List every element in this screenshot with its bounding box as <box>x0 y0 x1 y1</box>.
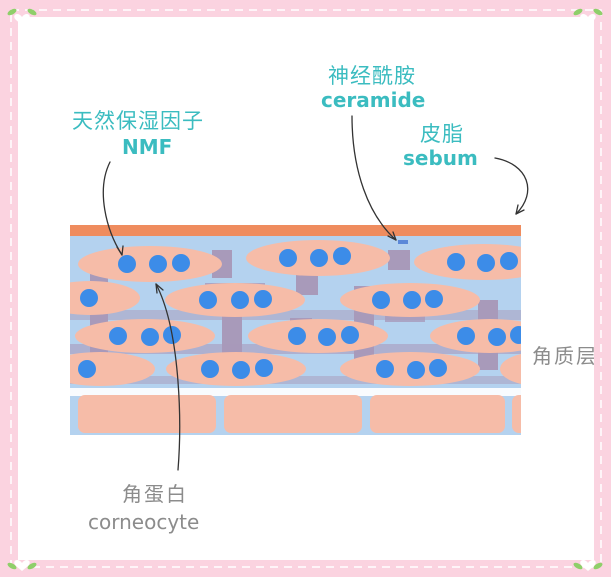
corneocyte-cell <box>248 319 388 353</box>
corneocyte-cell <box>70 352 155 386</box>
nmf-dot <box>425 290 443 308</box>
skin-layer-group <box>70 235 521 435</box>
ceramide-marker <box>398 240 408 244</box>
corner-heart-bottom-right-icon <box>573 559 603 571</box>
nmf-label-zh: 天然保湿因子 <box>72 109 204 133</box>
nmf-dot <box>172 254 190 272</box>
nmf-dot <box>118 255 136 273</box>
lower-cell <box>224 395 362 433</box>
lower-cell <box>78 395 216 433</box>
nmf-dot <box>201 360 219 378</box>
sebum-label-zh: 皮脂 <box>420 122 464 146</box>
nmf-dot <box>372 291 390 309</box>
nmf-dot <box>429 359 447 377</box>
sebum-arrowhead-icon <box>515 204 525 215</box>
nmf-dot <box>477 254 495 272</box>
nmf-dot <box>488 328 506 346</box>
corner-heart-bottom-left-icon <box>7 559 37 571</box>
corner-heart-top-right-icon <box>573 8 603 25</box>
ceramide-pointer-line <box>351 115 397 241</box>
dashed-border <box>10 9 602 568</box>
nmf-dot <box>141 328 159 346</box>
corneocyte-cells <box>70 240 521 386</box>
nmf-dot <box>310 249 328 267</box>
nmf-dot <box>232 361 250 379</box>
corneocyte-label-en: corneocyte <box>88 510 200 534</box>
nmf-dot <box>457 327 475 345</box>
nmf-dot <box>376 360 394 378</box>
corneocyte-arrowhead-icon <box>155 283 164 294</box>
sebum-label-en: sebum <box>403 146 478 170</box>
nmf-dot <box>288 327 306 345</box>
nmf-dot <box>341 326 359 344</box>
corneocyte-cell <box>500 354 521 384</box>
nmf-dot <box>279 249 297 267</box>
corner-heart-top-left-icon <box>7 8 37 25</box>
nmf-label-en: NMF <box>122 135 173 159</box>
nmf-dot <box>407 361 425 379</box>
ceramide-label-zh: 神经酰胺 <box>328 64 416 88</box>
nmf-dot <box>231 291 249 309</box>
lower-cell <box>512 395 521 433</box>
nmf-dots <box>78 247 521 379</box>
ceramide-arrowhead-icon <box>387 231 397 241</box>
nmf-dot <box>500 252 518 270</box>
corneocyte-label-zh: 角蛋白 <box>122 482 188 506</box>
corneocyte-cell <box>414 244 521 280</box>
lower-cells <box>78 395 521 433</box>
sebum-layer <box>70 225 521 236</box>
lower-cell <box>370 395 505 433</box>
nmf-dot <box>199 291 217 309</box>
stratum-corneum-label: 角质层 <box>532 344 594 368</box>
nmf-dot <box>78 360 96 378</box>
nmf-dot <box>403 291 421 309</box>
nmf-dot <box>254 290 272 308</box>
nmf-dot <box>109 327 127 345</box>
nmf-dot <box>80 289 98 307</box>
nmf-dot <box>333 247 351 265</box>
nmf-dot <box>318 328 336 346</box>
nmf-dot <box>255 359 273 377</box>
nmf-arrowhead-icon <box>116 245 124 256</box>
nmf-dot <box>149 255 167 273</box>
ceramide-label-en: ceramide <box>321 88 426 112</box>
corneocyte-pointer-line <box>155 283 181 471</box>
sebum-pointer-line <box>494 157 529 215</box>
layer-gap <box>70 388 521 396</box>
nmf-dot <box>510 326 521 344</box>
nmf-dot <box>447 253 465 271</box>
